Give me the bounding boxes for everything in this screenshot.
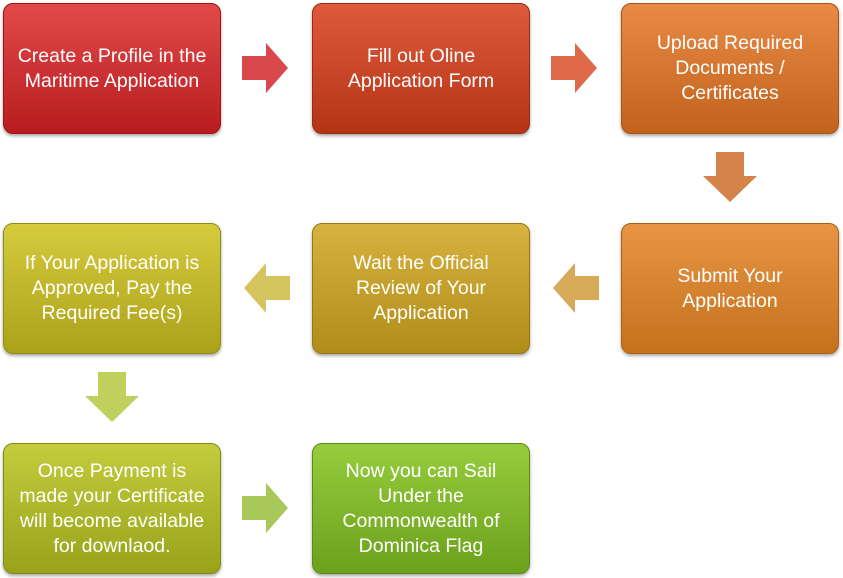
step-upload-documents: Upload Required Documents / Certificates (621, 3, 839, 134)
arrow-left-icon (553, 263, 599, 313)
arrow-shape (244, 263, 290, 313)
step-label: Submit Your Application (677, 264, 783, 312)
arrow-shape (703, 152, 757, 202)
arrow-right-icon (242, 43, 288, 93)
step-label: Fill out Oline Application Form (347, 44, 495, 92)
step-label: If Your Application is Approved, Pay the… (24, 252, 200, 324)
step-label: Once Payment is made your Certificate wi… (19, 459, 205, 557)
arrow-right-icon (551, 43, 597, 93)
step-wait-review: Wait the Official Review of Your Applica… (312, 223, 530, 354)
step-pay-fees: If Your Application is Approved, Pay the… (3, 223, 221, 354)
arrow-shape (551, 43, 597, 93)
step-submit-application: Submit Your Application (621, 223, 839, 354)
arrow-left-icon (244, 263, 290, 313)
arrow-shape (85, 372, 139, 422)
arrow-shape (553, 263, 599, 313)
arrow-down-icon (703, 152, 757, 202)
arrow-right-icon (242, 483, 288, 533)
arrow-shape (242, 43, 288, 93)
step-download-certificate: Once Payment is made your Certificate wi… (3, 443, 221, 574)
arrow-down-icon (85, 372, 139, 422)
step-label: Create a Profile in the Maritime Applica… (17, 44, 207, 92)
step-label: Upload Required Documents / Certificates (656, 32, 804, 104)
step-label: Wait the Official Review of Your Applica… (353, 252, 489, 324)
step-create-profile: Create a Profile in the Maritime Applica… (3, 3, 221, 134)
step-label: Now you can Sail Under the Commonwealth … (342, 459, 500, 557)
step-sail-under-flag: Now you can Sail Under the Commonwealth … (312, 443, 530, 574)
step-fill-form: Fill out Oline Application Form (312, 3, 530, 134)
arrow-shape (242, 483, 288, 533)
